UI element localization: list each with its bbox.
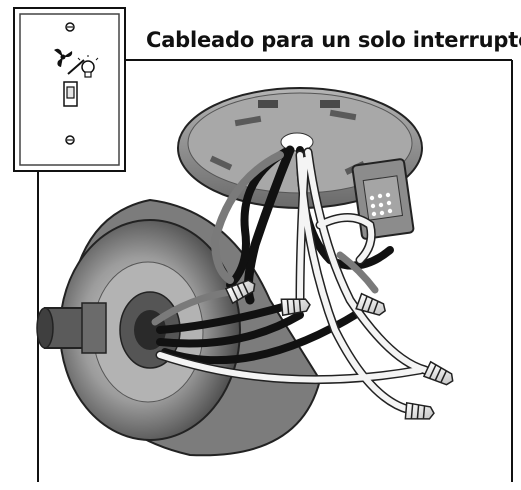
- wire-nut-icon: [404, 401, 435, 420]
- receiver-module: [351, 158, 415, 240]
- diagram-title: Cableado para un solo interruptor: [146, 28, 521, 52]
- wires: [151, 145, 430, 415]
- light-bulb-icon: [77, 55, 99, 78]
- wire-nut-icon: [422, 360, 454, 386]
- wall-switch-plate: [13, 7, 126, 172]
- wire-connectors: [224, 279, 454, 420]
- toggle-switch-icon: [63, 81, 78, 107]
- wire-nut-icon: [355, 292, 387, 316]
- fan-symbol-icon: [54, 48, 73, 67]
- wire-nut-icon: [224, 279, 256, 305]
- wire-nut-icon: [280, 298, 311, 317]
